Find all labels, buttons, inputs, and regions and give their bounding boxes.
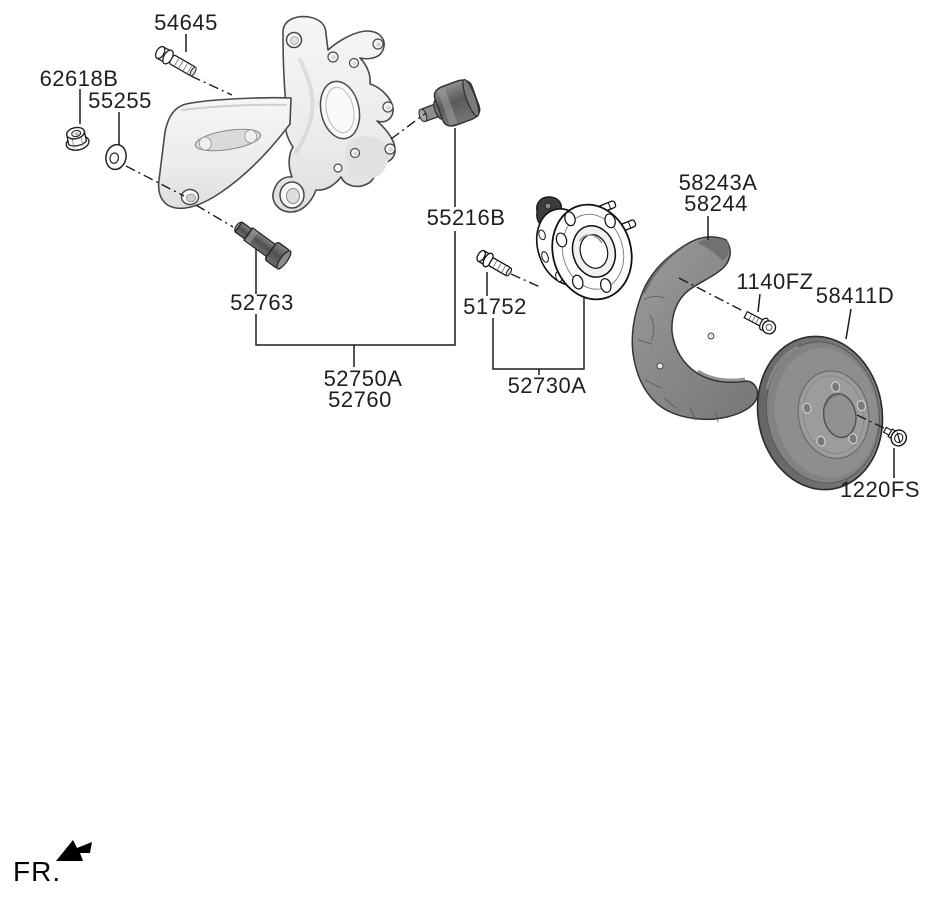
part-label-52763: 52763 <box>230 290 294 315</box>
washer-55255-illustration <box>105 143 127 171</box>
assembly-dash-lines <box>125 75 887 430</box>
part-label-52730A: 52730A <box>507 373 587 398</box>
pin-bolt-52763-illustration <box>234 221 292 270</box>
rear-knuckle-illustration <box>157 15 396 213</box>
screw-1220FS-illustration <box>882 426 908 447</box>
part-label-58244: 58244 <box>684 191 748 216</box>
part-label-55216B: 55216B <box>426 205 506 230</box>
part-label-58243A: 58243A <box>678 170 758 195</box>
part-label-51752: 51752 <box>463 294 527 319</box>
fr-direction-label: FR. <box>13 856 62 887</box>
part-label-52760: 52760 <box>328 387 392 412</box>
bolt-54645-illustration <box>154 45 197 77</box>
brake-dust-shield-illustration <box>631 236 759 423</box>
part-label-1220FS: 1220FS <box>839 477 921 502</box>
part-label-52750A: 52750A <box>323 366 403 391</box>
part-label-54645: 54645 <box>154 10 218 35</box>
bolt-51752-illustration <box>476 249 513 277</box>
flange-nut-62618B-illustration <box>65 126 90 151</box>
part-label-58411D: 58411D <box>815 283 895 308</box>
leader-lines <box>79 34 895 478</box>
trailing-arm-bushing-illustration <box>418 78 481 127</box>
bolt-1140FZ-illustration <box>743 310 777 335</box>
brake-disc-illustration <box>756 335 884 491</box>
wheel-hub-bearing-illustration <box>535 196 637 301</box>
part-label-55255: 55255 <box>88 88 152 113</box>
part-label-62618B: 62618B <box>39 66 119 91</box>
part-label-1140FZ: 1140FZ <box>736 269 814 294</box>
fr-direction-arrow-icon <box>56 840 92 861</box>
